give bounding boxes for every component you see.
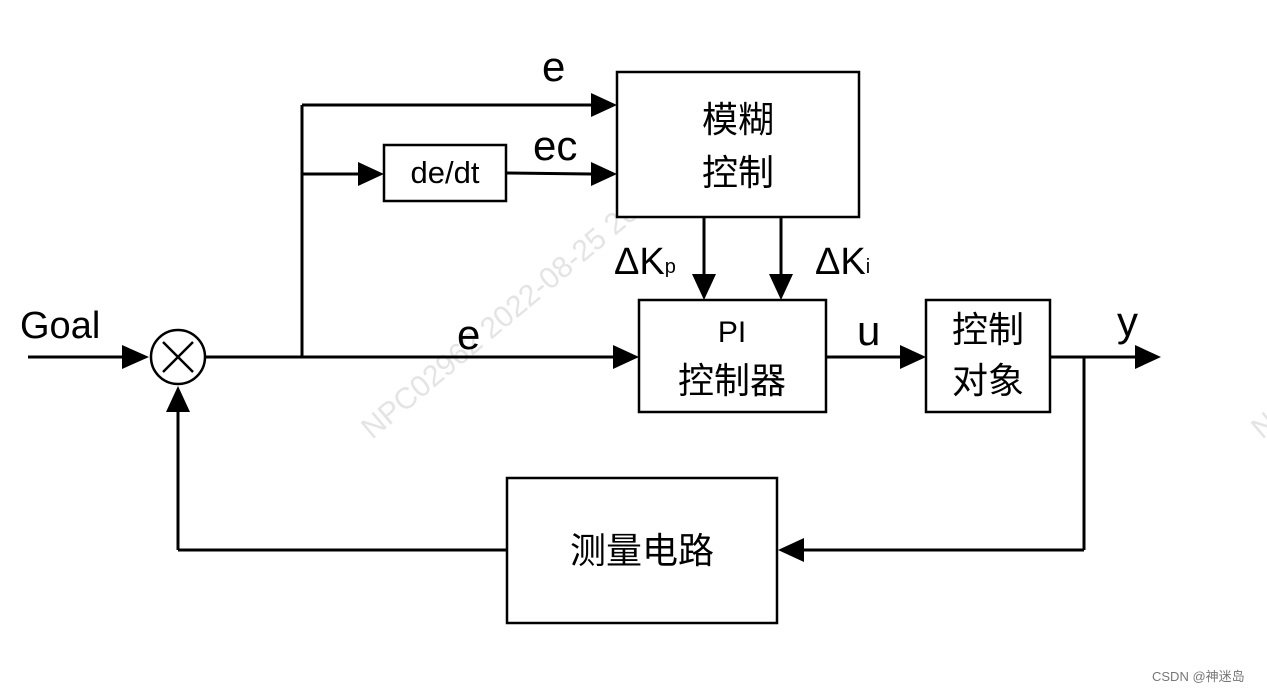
arrowhead-delta-kp xyxy=(692,274,716,300)
sensor-label: 测量电路 xyxy=(570,530,714,571)
arrowhead-y xyxy=(1135,345,1161,369)
plant-label-line2: 对象 xyxy=(952,360,1024,401)
delta-ki-sub: i xyxy=(866,256,870,278)
delta-ki-label: ΔKi xyxy=(815,241,870,283)
delta-ki-main: ΔK xyxy=(815,241,866,283)
wire-ec-to-fuzzy xyxy=(506,171,592,176)
sensor-block: 测量电路 xyxy=(505,476,779,625)
error-label-top: e xyxy=(542,43,565,90)
arrowhead-fuzzy-e xyxy=(591,93,617,117)
u-label: u xyxy=(857,307,880,354)
goal-label: Goal xyxy=(20,305,100,347)
arrowhead-u xyxy=(900,345,926,369)
delta-kp-main: ΔK xyxy=(614,241,665,283)
arrowhead-goal xyxy=(122,345,149,369)
plant-label-line1: 控制 xyxy=(952,309,1024,350)
arrowhead-pi-input xyxy=(613,345,639,369)
derivative-block: de/dt xyxy=(382,143,508,203)
derivative-label: de/dt xyxy=(411,155,480,190)
fuzzy-label-line1: 模糊 xyxy=(702,99,774,140)
watermark-edge-text: N xyxy=(1245,406,1267,445)
pi-label-line2: 控制器 xyxy=(678,360,786,401)
summing-cross-b xyxy=(162,341,194,373)
y-label: y xyxy=(1117,298,1138,345)
arrowhead-derivative xyxy=(358,162,384,186)
summing-junction xyxy=(149,328,207,386)
fuzzy-controller-block: 模糊 控制 xyxy=(615,70,861,219)
pi-controller-block: PI 控制器 xyxy=(637,298,828,414)
ec-label: ec xyxy=(533,122,577,169)
delta-kp-sub: p xyxy=(665,256,676,278)
arrowhead-summing-feedback xyxy=(166,386,190,412)
arrowhead-fuzzy-ec xyxy=(591,162,617,186)
arrowhead-delta-ki xyxy=(769,274,793,300)
credit-text: CSDN @神迷岛 xyxy=(1152,669,1245,684)
signal-wires xyxy=(28,93,1161,562)
delta-kp-label: ΔKp xyxy=(614,241,676,283)
plant-block: 控制 对象 xyxy=(924,298,1052,414)
error-label-main: e xyxy=(457,311,480,358)
fuzzy-label-line2: 控制 xyxy=(702,152,774,193)
pi-label-line1: PI xyxy=(718,316,746,349)
arrowhead-sensor xyxy=(778,538,804,562)
